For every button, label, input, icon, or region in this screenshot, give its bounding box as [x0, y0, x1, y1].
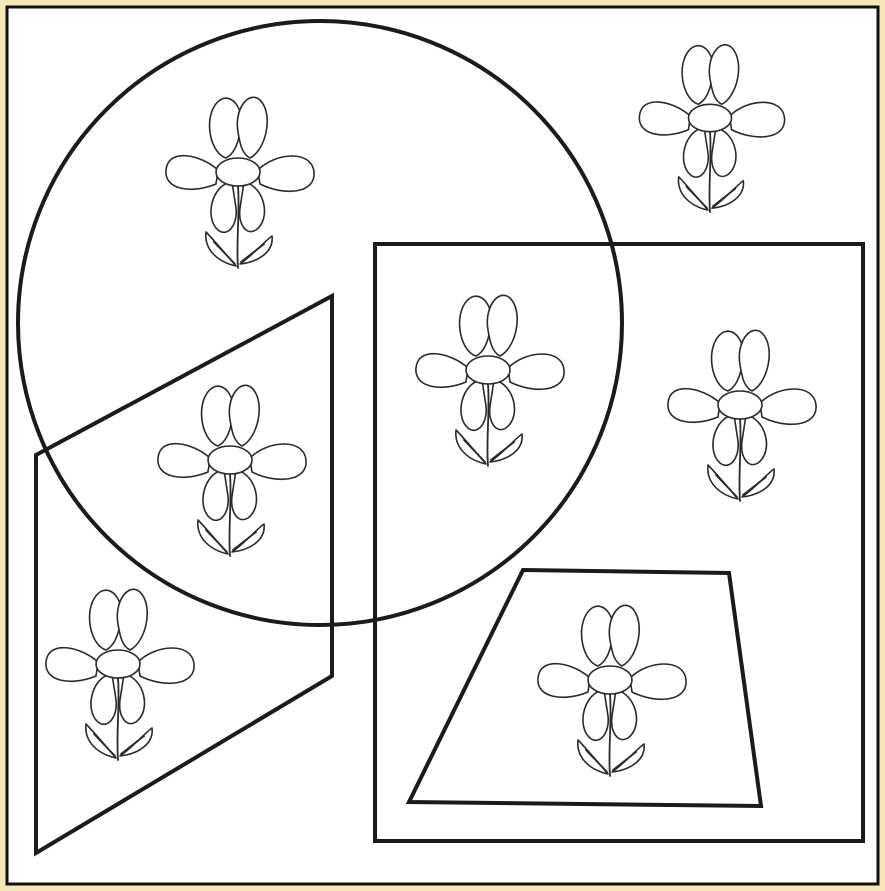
venn-diagram-figure [0, 0, 885, 891]
diagram-canvas [0, 0, 885, 891]
